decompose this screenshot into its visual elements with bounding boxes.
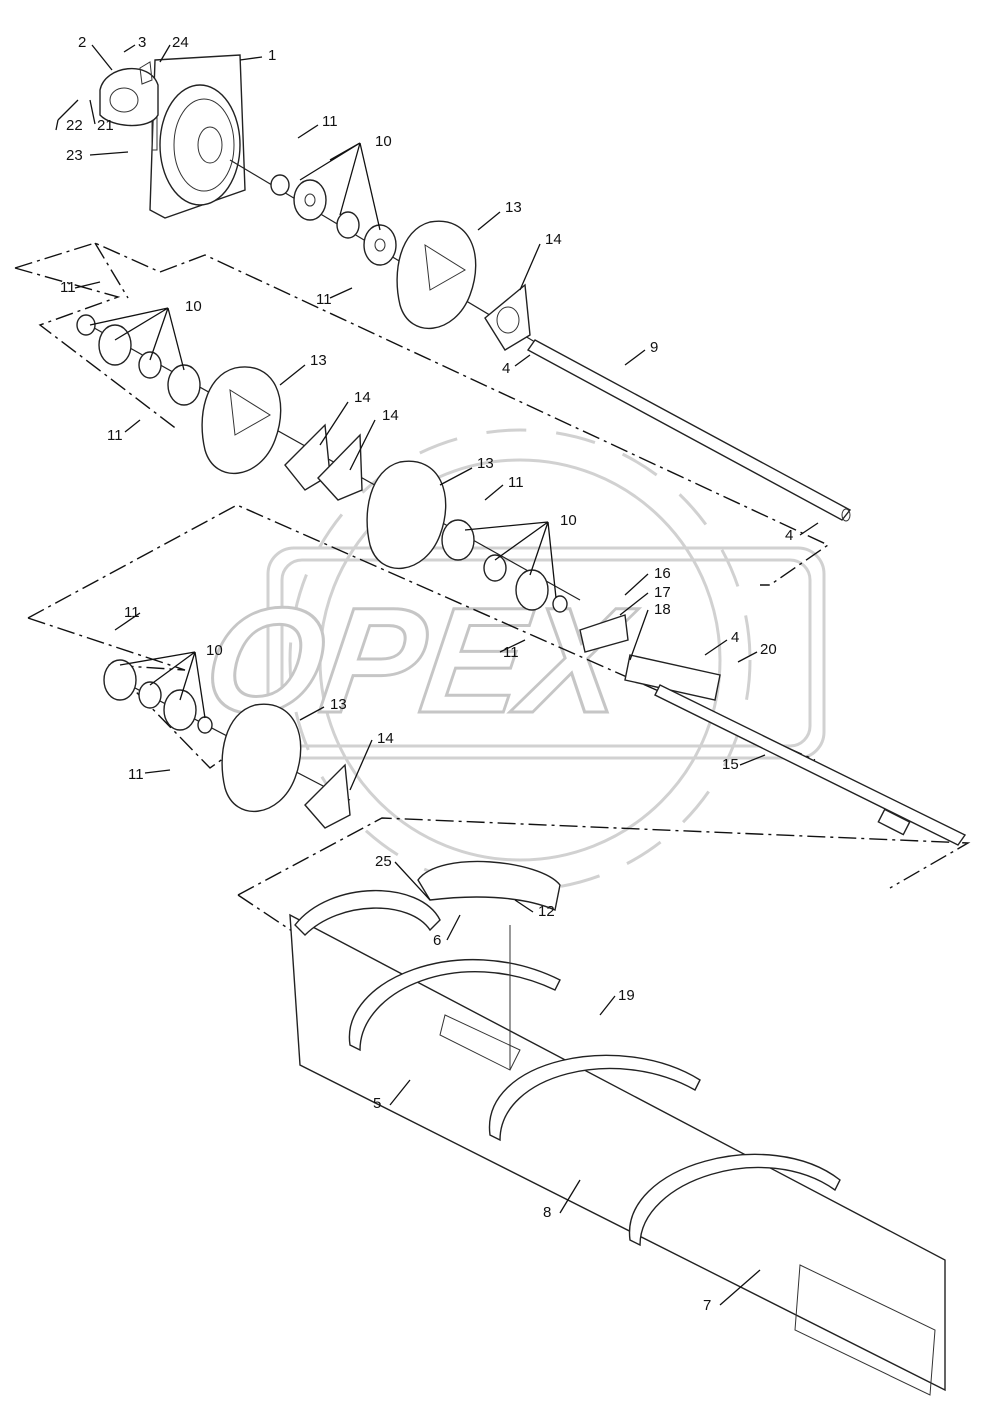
callout-6: 6 — [433, 932, 441, 949]
callout-3: 3 — [138, 34, 146, 51]
callout-23: 23 — [66, 147, 83, 164]
callout-19: 19 — [618, 987, 635, 1004]
lower-bearing-stack — [103, 614, 967, 846]
callout-13: 13 — [330, 696, 347, 713]
callout-10: 10 — [185, 298, 202, 315]
callout-11: 11 — [128, 766, 144, 783]
callout-20: 20 — [760, 641, 777, 658]
middle-bearing-stack — [76, 314, 581, 613]
watermark-frame-outer — [266, 546, 826, 760]
leader-lines — [55, 44, 819, 1306]
callout-14: 14 — [545, 231, 562, 248]
callout-15: 15 — [722, 756, 739, 773]
upper-bearing-stack — [229, 159, 541, 351]
callout-11: 11 — [503, 644, 519, 661]
callout-11: 11 — [508, 474, 524, 491]
callout-13: 13 — [505, 199, 522, 216]
callout-5: 5 — [373, 1095, 381, 1112]
callout-12: 12 — [538, 903, 555, 920]
callout-11: 11 — [316, 291, 332, 308]
callout-8: 8 — [543, 1204, 551, 1221]
callout-11: 11 — [60, 279, 76, 296]
callout-16: 16 — [654, 565, 671, 582]
callout-10: 10 — [206, 642, 223, 659]
callout-11: 11 — [322, 113, 338, 130]
auger-assembly — [289, 860, 946, 1396]
drive-shaft — [526, 339, 852, 522]
callout-4: 4 — [731, 629, 739, 646]
callout-9: 9 — [650, 339, 658, 356]
callout-14: 14 — [382, 407, 399, 424]
watermark-frame-inner — [280, 558, 812, 748]
callout-21: 21 — [97, 117, 114, 134]
callout-25: 25 — [375, 853, 392, 870]
callout-7: 7 — [703, 1297, 711, 1314]
callout-14: 14 — [354, 389, 371, 406]
callout-10: 10 — [375, 133, 392, 150]
callout-24: 24 — [172, 34, 189, 51]
callout-10: 10 — [560, 512, 577, 529]
callout-13: 13 — [477, 455, 494, 472]
callout-14: 14 — [377, 730, 394, 747]
callout-11: 11 — [107, 427, 123, 444]
callout-17: 17 — [654, 584, 671, 601]
callout-4: 4 — [502, 360, 510, 377]
callout-13: 13 — [310, 352, 327, 369]
callout-11: 11 — [124, 604, 140, 621]
callout-18: 18 — [654, 601, 671, 618]
gearbox-housing — [99, 54, 246, 219]
callout-22: 22 — [66, 117, 83, 134]
callout-2: 2 — [78, 34, 86, 51]
callout-1: 1 — [268, 47, 276, 64]
callout-4: 4 — [785, 527, 793, 544]
